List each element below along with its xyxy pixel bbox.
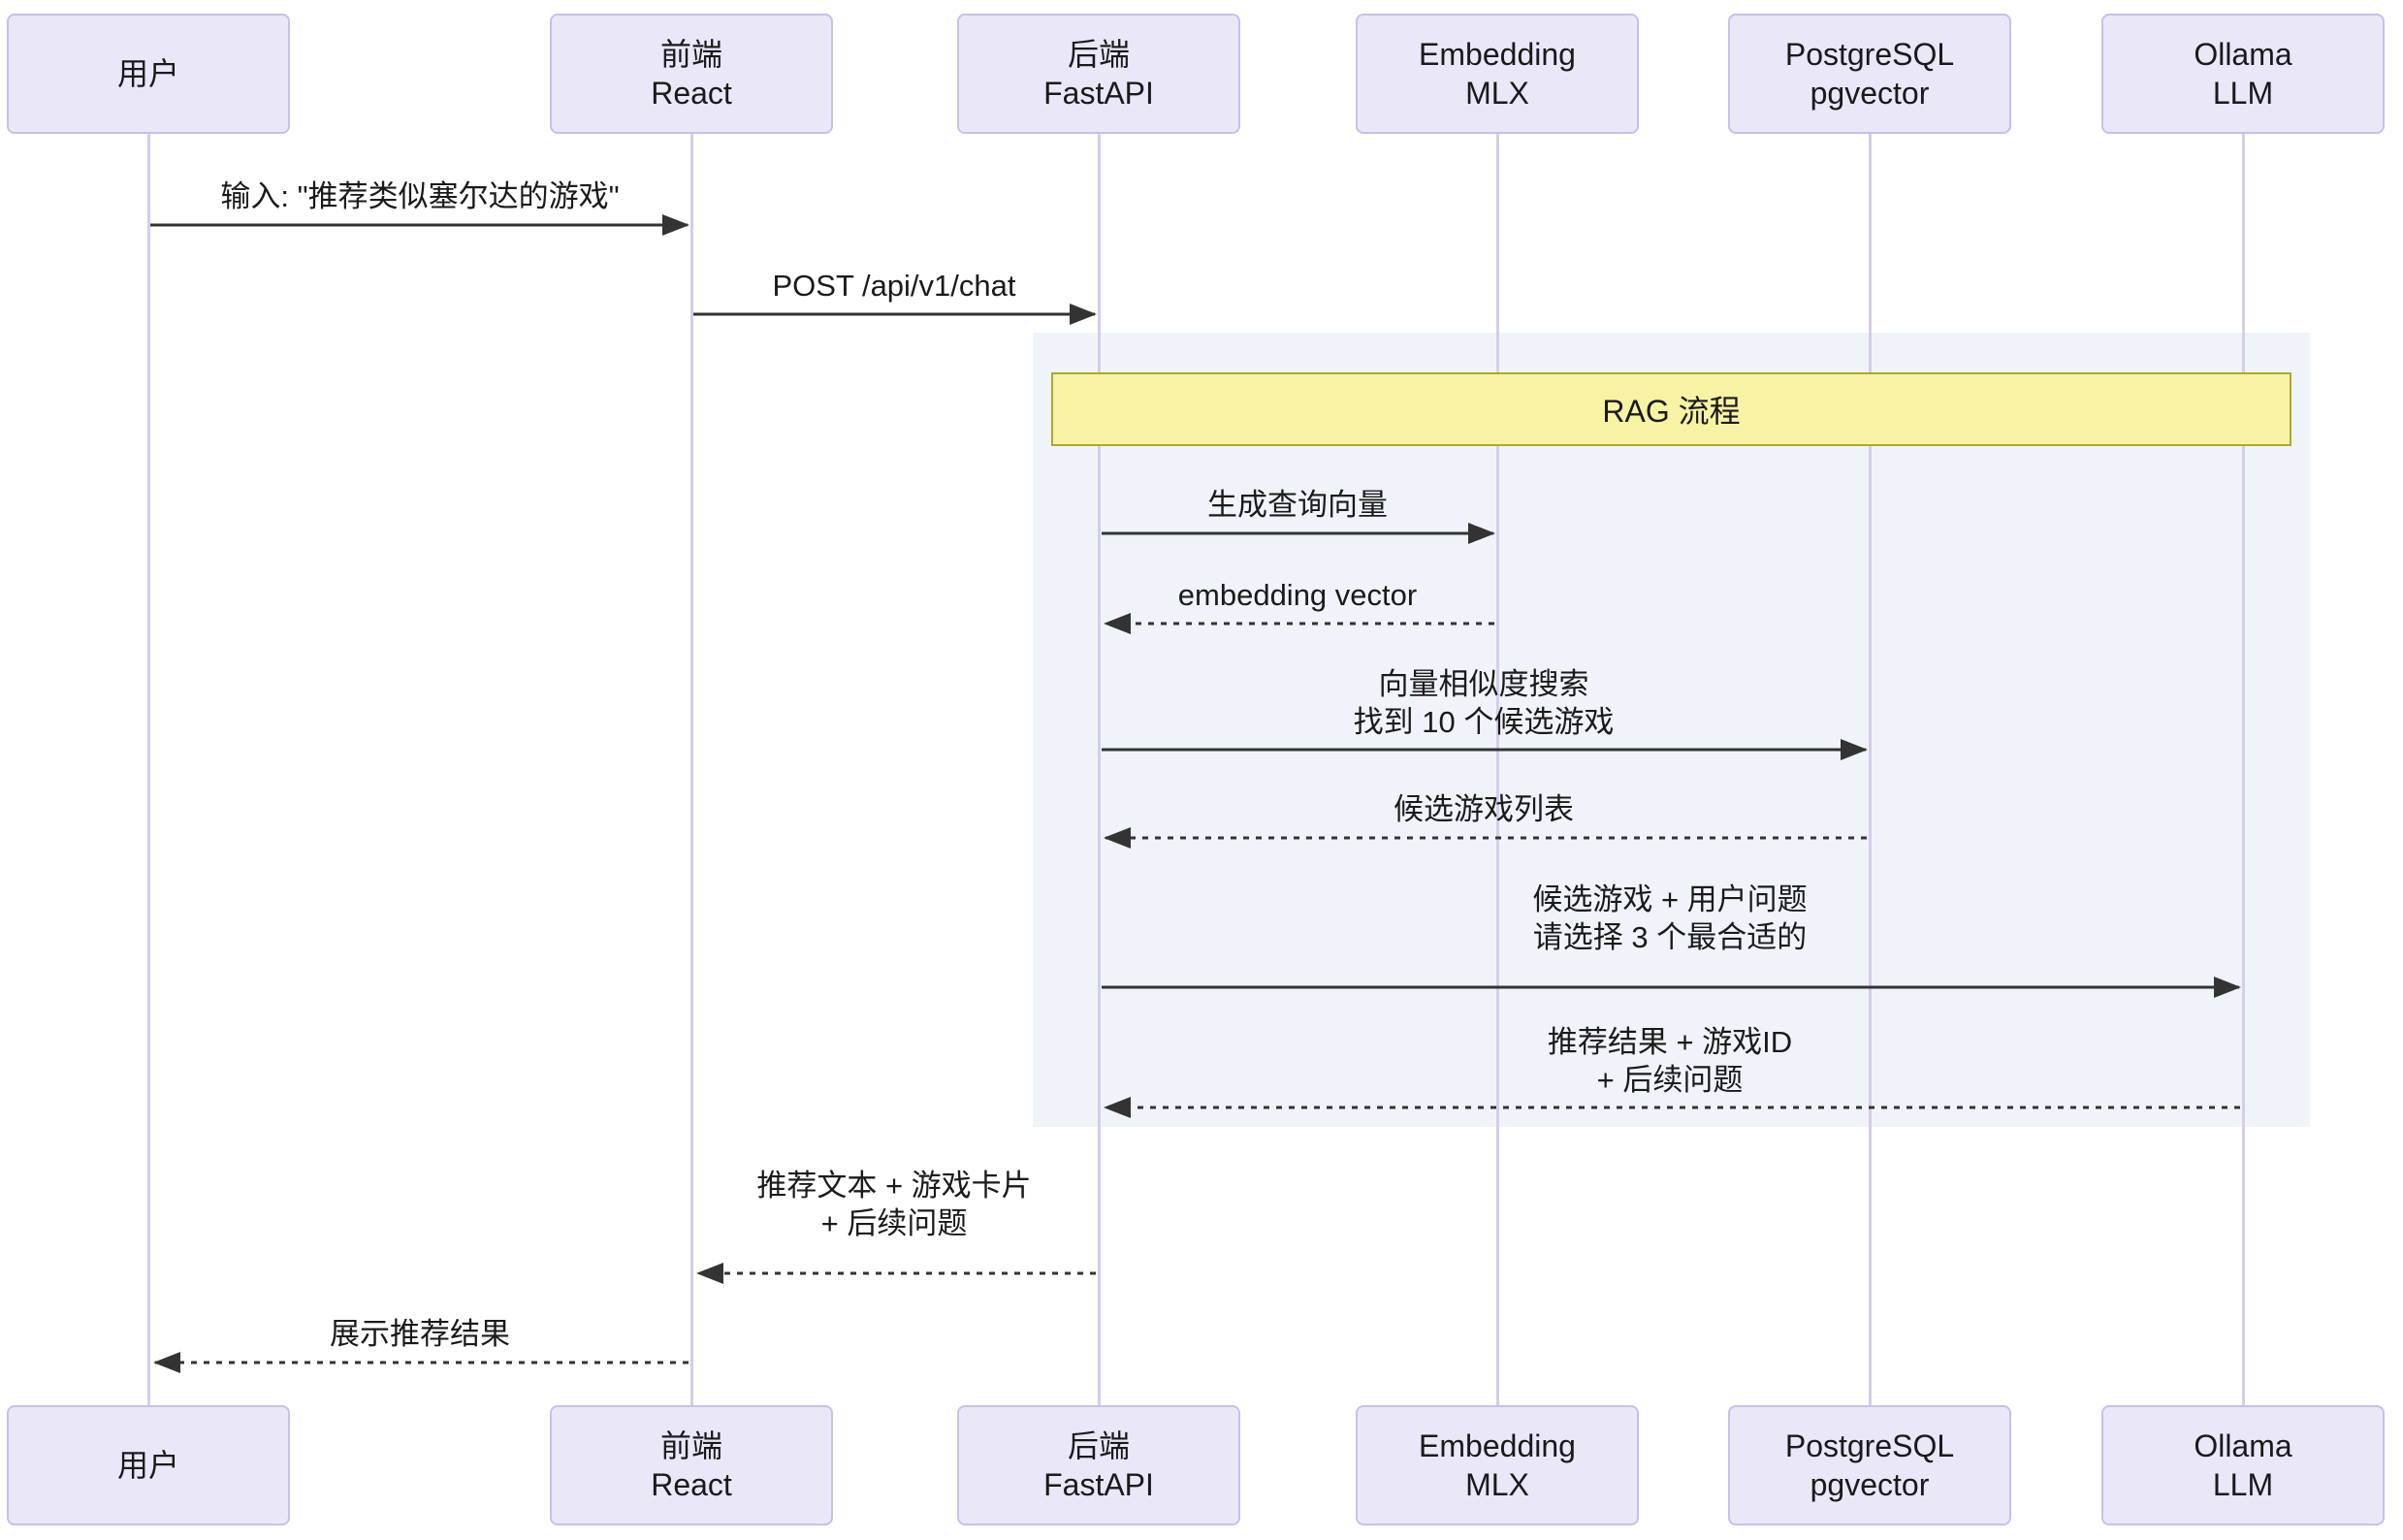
participant-label: Embedding MLX: [1419, 1428, 1576, 1502]
participant-label: Ollama LLM: [2194, 37, 2292, 111]
participant-label: 前端 React: [651, 1428, 732, 1502]
participant-label: 用户: [116, 56, 179, 91]
lifeline-postgres: [1869, 134, 1872, 1405]
participant-top-ollama: Ollama LLM: [2101, 14, 2385, 134]
rag-highlight-region: [1033, 333, 2310, 1127]
participant-label: 后端 FastAPI: [1043, 1428, 1154, 1502]
lifeline-backend: [1098, 134, 1101, 1405]
participant-bottom-backend: 后端 FastAPI: [957, 1405, 1240, 1525]
participant-label: 用户: [116, 1448, 179, 1483]
message-label-1: 输入: "推荐类似塞尔达的游戏": [220, 179, 620, 213]
participant-label: PostgreSQL pgvector: [1784, 1428, 1955, 1502]
participant-label: Ollama LLM: [2194, 1428, 2292, 1502]
message-label-10: 展示推荐结果: [330, 1317, 510, 1351]
participant-label: Embedding MLX: [1419, 37, 1576, 111]
message-label-9: 推荐文本 + 游戏卡片 + 后续问题: [756, 1169, 1032, 1240]
participant-bottom-postgres: PostgreSQL pgvector: [1728, 1405, 2011, 1525]
participant-bottom-frontend: 前端 React: [550, 1405, 833, 1525]
participant-label: 后端 FastAPI: [1043, 37, 1154, 111]
lifeline-user: [147, 134, 150, 1405]
participant-bottom-ollama: Ollama LLM: [2101, 1405, 2385, 1525]
participant-top-frontend: 前端 React: [550, 14, 833, 134]
participant-bottom-user: 用户: [7, 1405, 290, 1525]
lifeline-ollama: [2242, 134, 2245, 1405]
message-label-5: 向量相似度搜索 找到 10 个候选游戏: [1353, 667, 1615, 739]
message-label-6: 候选游戏列表: [1394, 792, 1574, 826]
participant-top-backend: 后端 FastAPI: [957, 14, 1240, 134]
participant-label: 前端 React: [651, 37, 732, 111]
participant-top-embedding: Embedding MLX: [1356, 14, 1639, 134]
message-label-8: 推荐结果 + 游戏ID + 后续问题: [1547, 1025, 1793, 1097]
lifeline-embedding: [1496, 134, 1499, 1405]
message-label-3: 生成查询向量: [1207, 488, 1388, 522]
message-label-2: POST /api/v1/chat: [772, 269, 1016, 303]
participant-bottom-embedding: Embedding MLX: [1356, 1405, 1639, 1525]
rag-note-label: RAG 流程: [1602, 394, 1741, 429]
participant-top-postgres: PostgreSQL pgvector: [1728, 14, 2011, 134]
rag-note: RAG 流程: [1051, 372, 2291, 446]
participant-label: PostgreSQL pgvector: [1784, 37, 1955, 111]
participant-top-user: 用户: [7, 14, 290, 134]
message-label-4: embedding vector: [1177, 578, 1418, 612]
lifeline-frontend: [690, 134, 693, 1405]
message-label-7: 候选游戏 + 用户问题 请选择 3 个最合适的: [1532, 882, 1808, 954]
